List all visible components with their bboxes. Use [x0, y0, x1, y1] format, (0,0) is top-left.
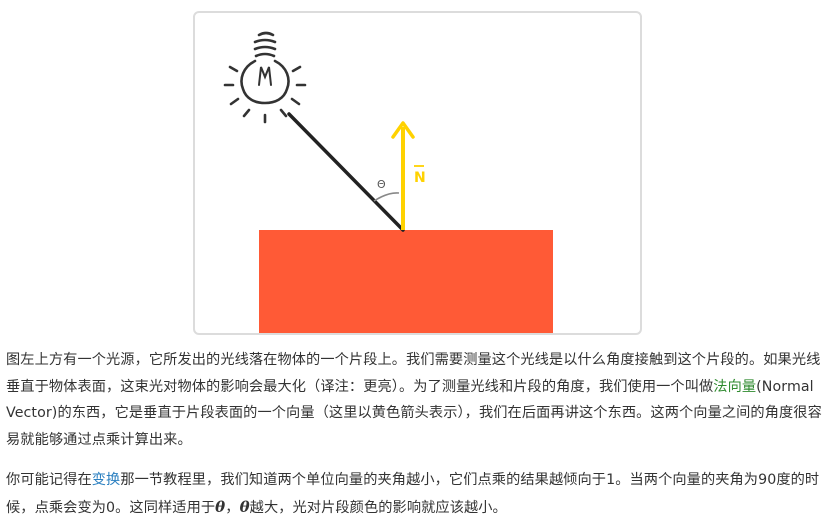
- transform-link[interactable]: 变换: [91, 472, 121, 488]
- paragraph2-text-b: 那一节教程里，我们知道两个单位向量的夹角越小，它们点乘的结果越倾向于1。当两个向…: [6, 472, 820, 516]
- diffuse-lighting-figure: N Θ: [193, 11, 642, 335]
- theta-symbol: θ: [239, 497, 250, 516]
- theta-symbol: θ: [215, 497, 226, 516]
- paragraph2-text-a: 你可能记得在: [6, 472, 92, 488]
- explanation-paragraph-2: 你可能记得在变换那一节教程里，我们知道两个单位向量的夹角越小，它们点乘的结果越倾…: [6, 467, 832, 521]
- surface-fragment: [259, 230, 553, 333]
- explanation-paragraph-1: 图左上方有一个光源，它所发出的光线落在物体的一个片段上。我们需要测量这个光线是以…: [6, 347, 832, 453]
- paragraph1-text-a: 图左上方有一个光源，它所发出的光线落在物体的一个片段上。我们需要测量这个光线是以…: [6, 352, 821, 395]
- paragraph1-text-b: (Normal Vector)的东西，它是垂直于片段表面的一个向量（这里以黄色箭…: [6, 378, 822, 448]
- normal-vector-term[interactable]: 法向量: [713, 378, 757, 395]
- light-ray: [287, 112, 405, 232]
- diffuse-diagram: N Θ: [223, 31, 553, 333]
- paragraph2-text-c: 越大，光对片段颜色的影响就应该越小。: [249, 499, 507, 516]
- svg-text:N: N: [414, 170, 426, 186]
- normal-vector-arrow: [391, 121, 415, 230]
- normal-label: N: [414, 165, 426, 186]
- angle-arc: [373, 192, 400, 202]
- paragraph2-separator: ，: [225, 499, 240, 516]
- light-bulb-icon: [223, 31, 307, 124]
- angle-label: Θ: [377, 178, 386, 191]
